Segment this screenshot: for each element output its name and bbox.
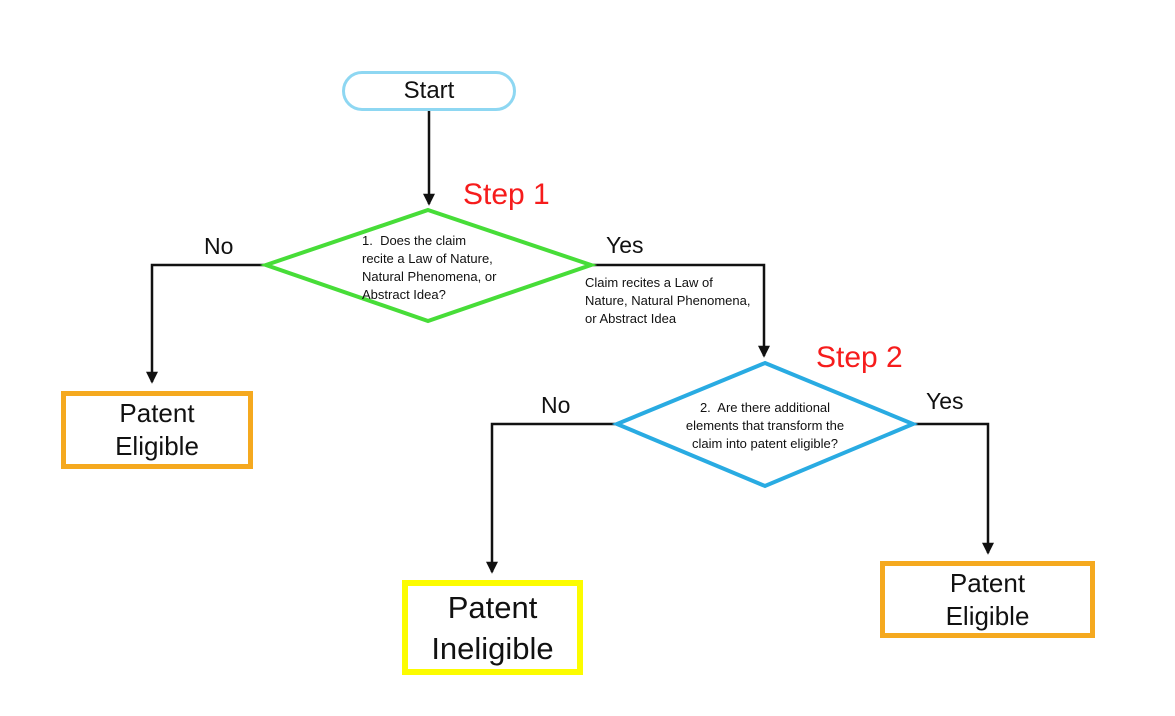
question-line: elements that transform the [685,418,845,433]
step2-yes-label: Yes [926,388,964,414]
question-line: Natural Phenomena, or [362,269,497,284]
step1-yes-label: Yes [606,232,644,258]
patent-eligible-left-box: Patent Eligible [61,391,253,469]
result-line: Patent [119,398,195,428]
step2-question-text: 2. Are there additional elements that tr… [645,399,885,453]
result-line: Eligible [945,600,1030,631]
question-line: Abstract Idea? [362,287,446,302]
result-line: Eligible [115,431,199,461]
connector-step1-no [146,263,266,384]
connector-step1-yes [591,263,770,358]
question-line: recite a Law of Nature, [362,251,493,266]
question-line: 2. Are there additional [699,400,831,415]
patent-eligible-right-box: Patent Eligible [880,561,1095,638]
step1-yes-annotation: Claim recites a Law of Nature, Natural P… [585,274,750,328]
step2-no-label: No [541,392,571,418]
annotation-line: or Abstract Idea [585,311,677,326]
step1-question-text: 1. Does the claim recite a Law of Nature… [362,232,496,304]
step1-no-label: No [204,233,234,259]
connector-step2-yes [912,422,994,555]
patent-ineligible-box: Patent Ineligible [402,580,583,675]
result-line: Patent [949,567,1026,598]
start-node: Start [342,71,516,111]
step2-decision-diamond [611,360,919,489]
annotation-line: Nature, Natural Phenomena, [585,293,751,308]
start-label: Start [403,77,455,104]
step2-label: Step 2 [816,341,903,374]
result-line: Ineligible [431,630,554,666]
connector-step2-no [486,422,618,574]
step1-label: Step 1 [463,178,550,211]
question-line: 1. Does the claim [362,233,467,248]
step1-decision-diamond [259,207,598,324]
question-line: claim into patent eligible? [692,436,838,451]
result-line: Patent [447,589,538,625]
annotation-line: Claim recites a Law of [585,275,713,290]
